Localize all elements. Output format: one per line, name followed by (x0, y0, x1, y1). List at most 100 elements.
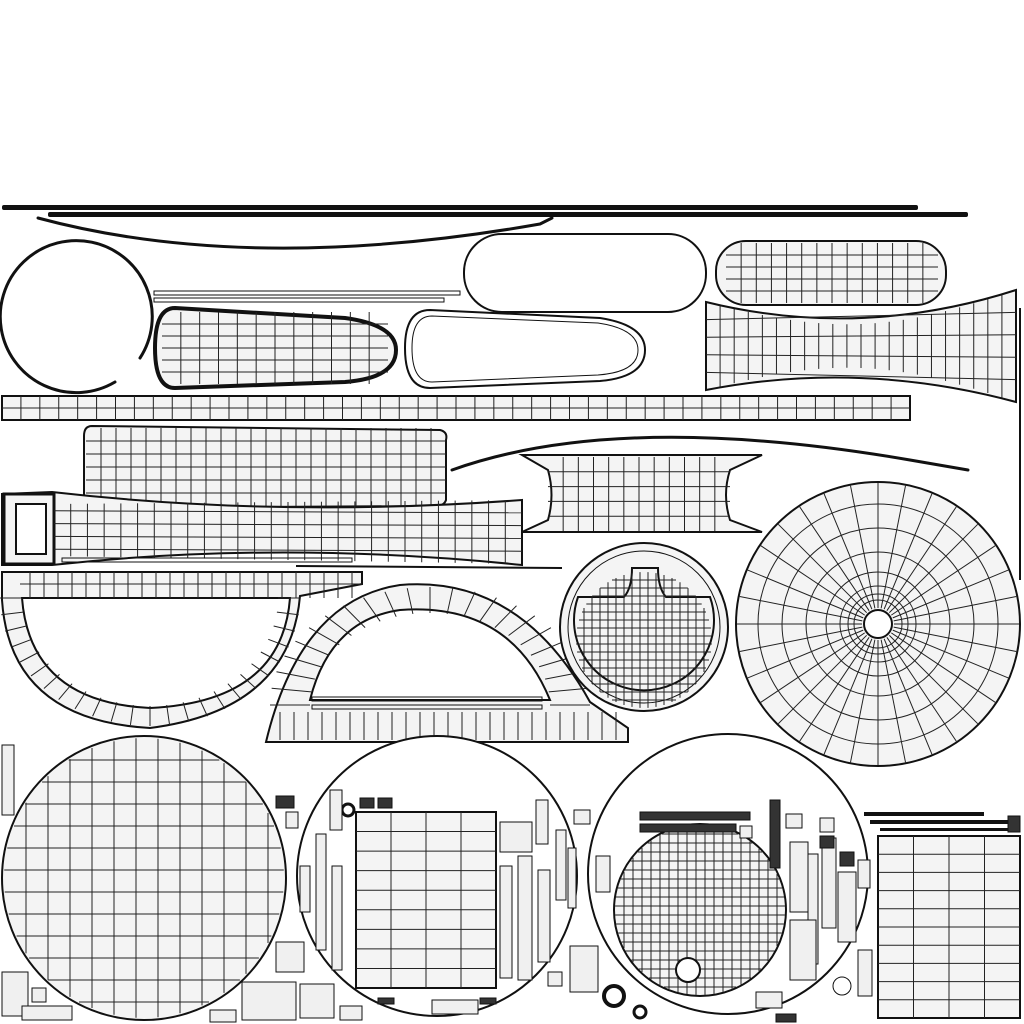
uv-island-small (739, 825, 753, 839)
pill-mesh-top (715, 240, 947, 306)
mesh-edge (548, 687, 589, 693)
uv-island-small (359, 797, 375, 809)
mesh-edge (705, 371, 1017, 381)
uv-island-small (299, 983, 335, 1019)
mesh-edge (43, 673, 60, 689)
uv-island-small (21, 1005, 73, 1021)
mesh-edge (324, 615, 352, 636)
uv-island-small (209, 1009, 237, 1023)
panel-right (864, 812, 1021, 1019)
uv-island-small (547, 971, 563, 987)
mesh-edge (11, 638, 32, 648)
uv-island-small (755, 991, 783, 1009)
mesh-edge (268, 638, 289, 648)
uv-island-small (769, 799, 781, 869)
mesh-edge (58, 683, 73, 700)
mesh-edge (530, 640, 565, 656)
mesh-edge (705, 334, 1017, 338)
small-islands (1, 744, 1021, 1023)
uv-island-small (499, 865, 513, 979)
uv-island-small (821, 837, 837, 929)
mesh-edge (166, 705, 171, 725)
uv-island-small (857, 859, 871, 889)
uv-island-small (639, 811, 751, 821)
uv-island-small (775, 1013, 797, 1023)
uv-island-small (1007, 815, 1021, 833)
mesh-edge (308, 627, 340, 646)
pill-outline-top (463, 233, 707, 313)
wide-panel (83, 424, 448, 510)
mesh-ring (781, 527, 975, 721)
uv-island-small (789, 919, 817, 981)
uv-island-small (537, 869, 551, 963)
mesh-ring (847, 593, 909, 655)
uv-island-small (639, 823, 737, 833)
uv-island-small (431, 999, 479, 1015)
mesh-edge (276, 671, 315, 680)
uv-island-small (315, 833, 327, 951)
mesh-edge (384, 591, 397, 617)
mesh-edge (53, 535, 523, 539)
mesh-edge (74, 691, 87, 710)
mesh-edge (343, 605, 366, 628)
uv-island-small (275, 941, 305, 973)
pill-mesh-left (152, 305, 399, 391)
uv-island-small (1, 744, 15, 816)
uv-island-small (479, 997, 497, 1005)
mesh-edge (129, 705, 134, 725)
uv-island-small (555, 829, 567, 901)
mesh-edge (198, 697, 208, 717)
pill-outline-mid (403, 308, 647, 390)
uv-island-small (331, 865, 343, 971)
uv-island-small (573, 809, 591, 825)
mesh-ring (853, 599, 903, 649)
thin-strip-b (61, 557, 563, 569)
uv-island-small (299, 865, 311, 913)
mesh-edge (53, 523, 523, 527)
top-rod-2 (48, 212, 968, 217)
mesh-edge (53, 510, 523, 514)
mesh-edge (276, 611, 299, 616)
mesh-edge (1, 611, 24, 616)
mesh-edge (240, 673, 257, 689)
tapered-strip (1, 490, 523, 567)
top-rod-1 (2, 205, 918, 210)
long-strip (1, 395, 911, 421)
mesh-edge (251, 663, 270, 677)
uv-island-small (785, 813, 803, 829)
radial-disk (735, 481, 1021, 767)
curved-trim-top (36, 216, 554, 250)
ring-left (0, 239, 154, 395)
mesh-edge (53, 548, 523, 552)
mesh-edge (295, 640, 330, 656)
bracket-panel (518, 454, 763, 533)
mesh-edge (705, 354, 1017, 358)
uv-island-small (819, 835, 835, 849)
uv-island-small (789, 841, 809, 913)
sphere-cap (559, 542, 729, 712)
arc-band-left (0, 571, 363, 730)
mesh-edge (30, 663, 49, 677)
mesh-ring (805, 551, 951, 697)
mesh-edge (110, 702, 118, 722)
mesh-edge (227, 683, 242, 700)
mesh-edge (406, 588, 414, 615)
mesh-edge (284, 655, 321, 668)
mesh-edge (705, 311, 1017, 321)
uv-island-small (535, 799, 549, 845)
uv-island-small (819, 817, 835, 833)
mesh-edge (92, 697, 102, 717)
uv-island-small (275, 795, 295, 809)
uv-island-small (837, 871, 857, 943)
mesh-edge (260, 651, 281, 663)
mesh-edge (213, 691, 226, 710)
uv-island-small (499, 821, 533, 853)
mesh-edge (446, 588, 454, 615)
mesh-edge (182, 702, 190, 722)
uv-island-small (31, 987, 47, 1003)
mesh-edge (494, 605, 517, 628)
mesh-edge (271, 687, 312, 693)
curved-trim-mid (450, 435, 970, 472)
mesh-edge (4, 625, 27, 632)
